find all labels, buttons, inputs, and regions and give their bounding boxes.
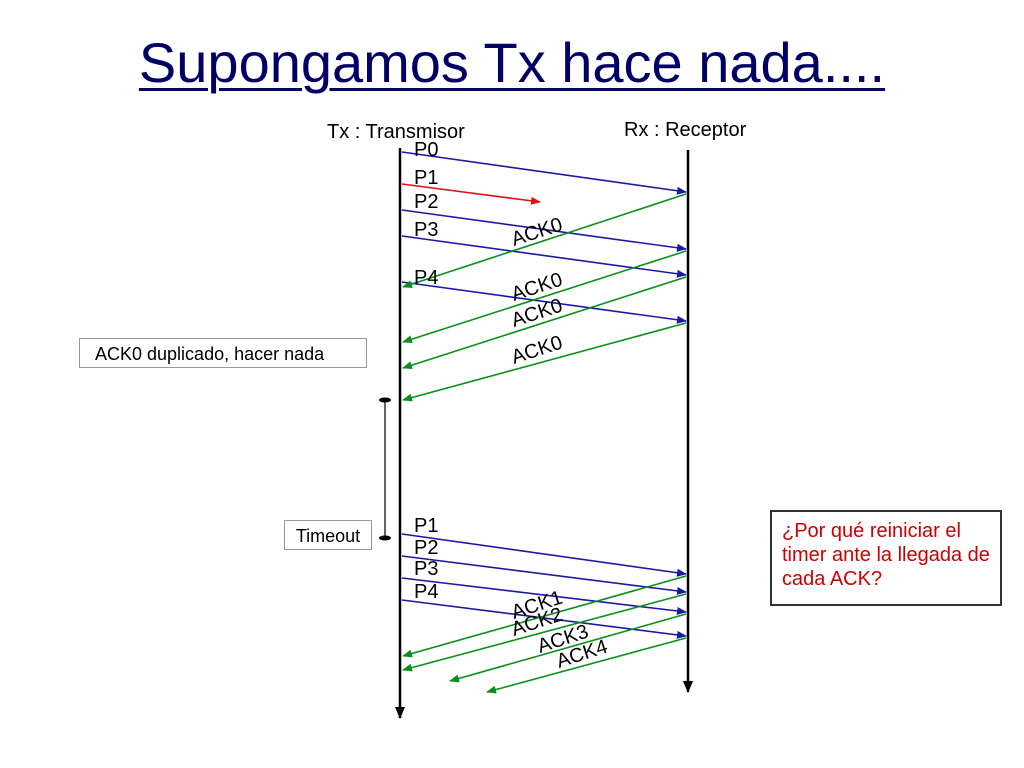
- packet-arrow-p1-lost: [401, 183, 541, 205]
- packet-label: P0: [414, 139, 438, 161]
- slide-title: Supongamos Tx hace nada....: [138, 31, 886, 94]
- tx-header: Tx : Transmisor: [327, 121, 465, 143]
- packet-label: P2: [414, 191, 438, 213]
- packet-label: P2: [414, 537, 438, 559]
- packet-arrow-p2-retx: [401, 555, 687, 595]
- ack-arrow-ack0-1: [402, 193, 687, 288]
- ack-label: ACK0: [509, 214, 565, 251]
- packet-label: P1: [414, 515, 438, 537]
- timeout-note: Timeout: [284, 520, 372, 550]
- packet-arrow-p2: [401, 209, 687, 252]
- packet-label: P4: [414, 267, 438, 289]
- timeout-bracket-top: [379, 397, 391, 403]
- ack-arrow-ack0-2: [402, 250, 687, 344]
- packet-arrow-p4-retx: [401, 599, 687, 639]
- timeout-bracket-bottom: [379, 535, 391, 541]
- ack-arrow-ack1: [402, 575, 687, 658]
- ack-arrow-ack3: [449, 613, 687, 683]
- packet-label: P3: [414, 558, 438, 580]
- packet-label: P3: [414, 219, 438, 241]
- packet-arrow-p3: [401, 235, 687, 278]
- packet-arrow-p1-retx: [401, 533, 687, 577]
- question-box: ¿Por qué reiniciar el timer ante la lleg…: [770, 510, 1002, 606]
- ack-arrow-ack2: [402, 593, 687, 672]
- packet-arrow-p4: [401, 281, 687, 324]
- ack-arrow-ack0-4: [402, 322, 687, 402]
- packet-arrow-p0: [401, 151, 687, 195]
- packet-label: P1: [414, 167, 438, 189]
- ack-arrow-ack0-3: [402, 276, 687, 370]
- rx-header: Rx : Receptor: [624, 119, 747, 141]
- packet-label: P4: [414, 581, 438, 603]
- ack-arrow-ack4: [486, 637, 687, 694]
- duplicate-ack-note: ACK0 duplicado, hacer nada: [79, 338, 367, 368]
